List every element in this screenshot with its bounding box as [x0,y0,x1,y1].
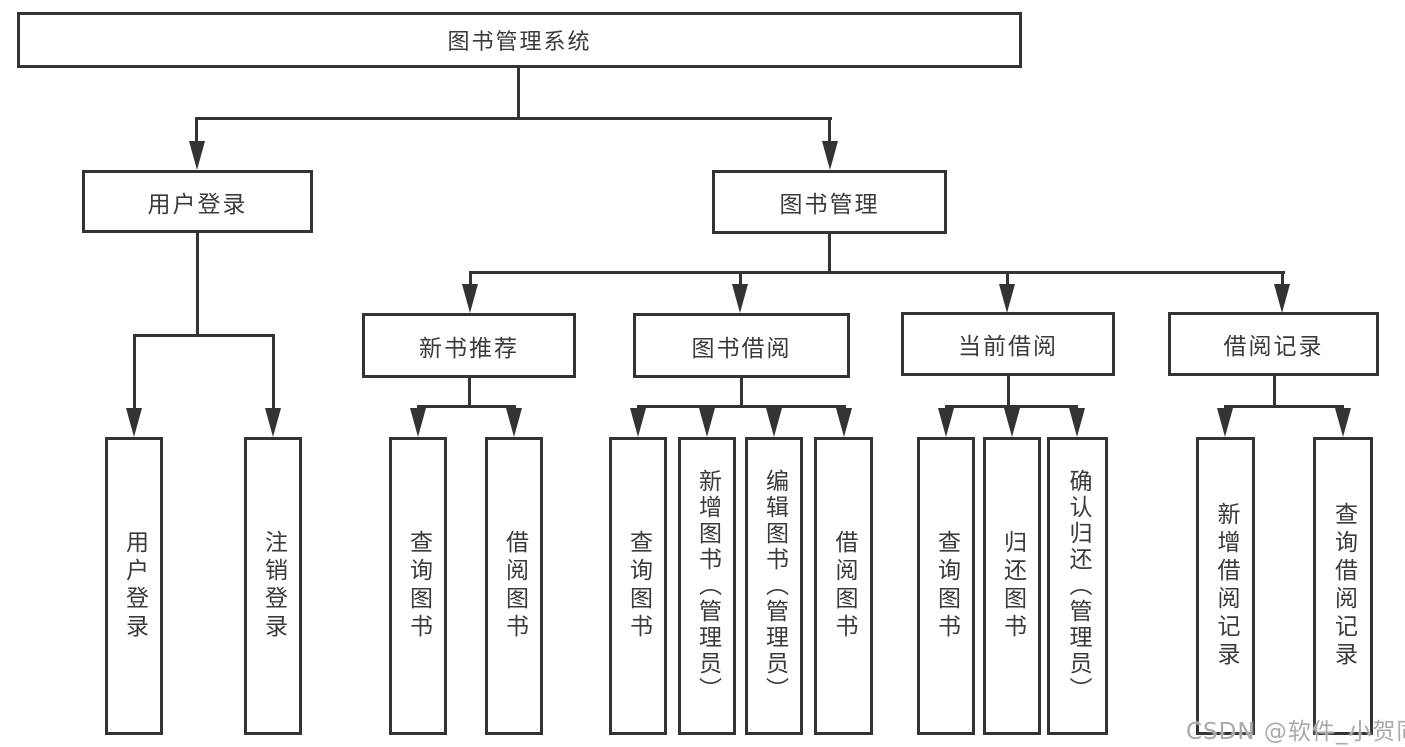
connector-line [740,378,743,406]
connector-line [1224,405,1344,408]
connector-line [1273,376,1276,406]
connector-line [828,117,831,146]
arrowhead-icon [630,408,646,437]
leaf-bb-query-books: 查询图书 [609,437,667,735]
connector-line [468,378,471,406]
arrowhead-icon [189,141,205,170]
leaf-bb-add-books-admin: 新增图书（管理员） [678,437,736,735]
leaf-nb-borrow-books: 借阅图书 [485,437,543,735]
leaf-label: 借阅图书 [831,530,857,642]
leaf-nb-query-books: 查询图书 [389,437,447,735]
node-label: 用户登录 [147,191,248,218]
leaf-logout: 注销登录 [244,437,302,735]
connector-line [739,271,742,287]
arrowhead-icon [1274,284,1290,313]
arrowhead-icon [732,284,748,313]
node-borrow-records: 借阅记录 [1168,312,1379,376]
node-user-login: 用户登录 [82,170,313,233]
arrowhead-icon [938,408,954,437]
leaf-label: 借阅图书 [501,530,528,642]
node-label: 新书推荐 [419,335,519,362]
arrowhead-icon [836,408,852,437]
arrowhead-icon [1335,408,1351,437]
csdn-watermark: CSDN @软件_小贺同学 [1186,719,1405,745]
node-label: 图书借阅 [691,335,792,362]
connector-line [133,334,136,410]
arrowhead-icon [699,408,715,437]
leaf-label: 确认归还（管理员） [1065,469,1091,703]
leaf-cb-return-books: 归还图书 [983,437,1041,735]
leaf-br-add-borrow-record: 新增借阅记录 [1196,437,1255,735]
leaf-label: 新增图书（管理员） [694,469,721,703]
arrowhead-icon [506,408,522,437]
node-book-borrow: 图书借阅 [633,313,850,378]
arrowhead-icon [462,284,478,313]
arrowhead-icon [999,284,1015,313]
connector-line [828,234,831,272]
node-label: 当前借阅 [958,334,1058,360]
connector-line [1006,271,1009,287]
node-current-borrow: 当前借阅 [901,312,1115,376]
node-library-management-system: 图书管理系统 [17,12,1022,68]
leaf-label: 编辑图书（管理员） [761,469,788,703]
arrowhead-icon [766,408,782,437]
leaf-label: 查询图书 [933,530,960,642]
connector-line [1007,376,1010,406]
connector-line [469,271,1285,274]
node-new-book-recommend: 新书推荐 [362,313,576,378]
connector-line [637,405,846,408]
leaf-bb-borrow-books: 借阅图书 [814,437,873,735]
arrowhead-icon [126,408,142,437]
arrowhead-icon [1004,408,1020,437]
connector-line [196,117,832,120]
leaf-label: 注销登录 [260,530,287,642]
connector-line [196,233,199,336]
node-label: 图书管理 [779,192,880,218]
leaf-label: 查询图书 [405,530,432,642]
arrowhead-icon [265,408,281,437]
arrowhead-icon [410,408,426,437]
connector-line [417,405,516,408]
leaf-cb-confirm-return-admin: 确认归还（管理员） [1047,437,1108,735]
connector-line [195,117,198,146]
leaf-br-query-borrow-record: 查询借阅记录 [1313,437,1373,735]
arrowhead-icon [1069,408,1085,437]
connector-line [272,334,275,410]
leaf-label: 用户登录 [121,530,148,642]
leaf-label: 新增借阅记录 [1213,502,1239,670]
node-label: 借阅记录 [1223,334,1324,360]
arrowhead-icon [1217,408,1233,437]
connector-line [1281,271,1284,287]
leaf-label: 查询图书 [625,530,652,642]
connector-line [133,334,275,337]
connector-line [469,271,472,287]
arrowhead-icon [822,141,838,170]
leaf-cb-query-books: 查询图书 [917,437,975,735]
node-book-management: 图书管理 [712,170,947,234]
leaf-label: 查询借阅记录 [1330,502,1357,670]
leaf-user-login: 用户登录 [105,437,163,735]
connector-line [945,405,1078,408]
connector-line [517,68,520,119]
leaf-label: 归还图书 [999,530,1026,642]
leaf-bb-edit-books-admin: 编辑图书（管理员） [745,437,803,735]
node-label: 图书管理系统 [447,30,592,55]
